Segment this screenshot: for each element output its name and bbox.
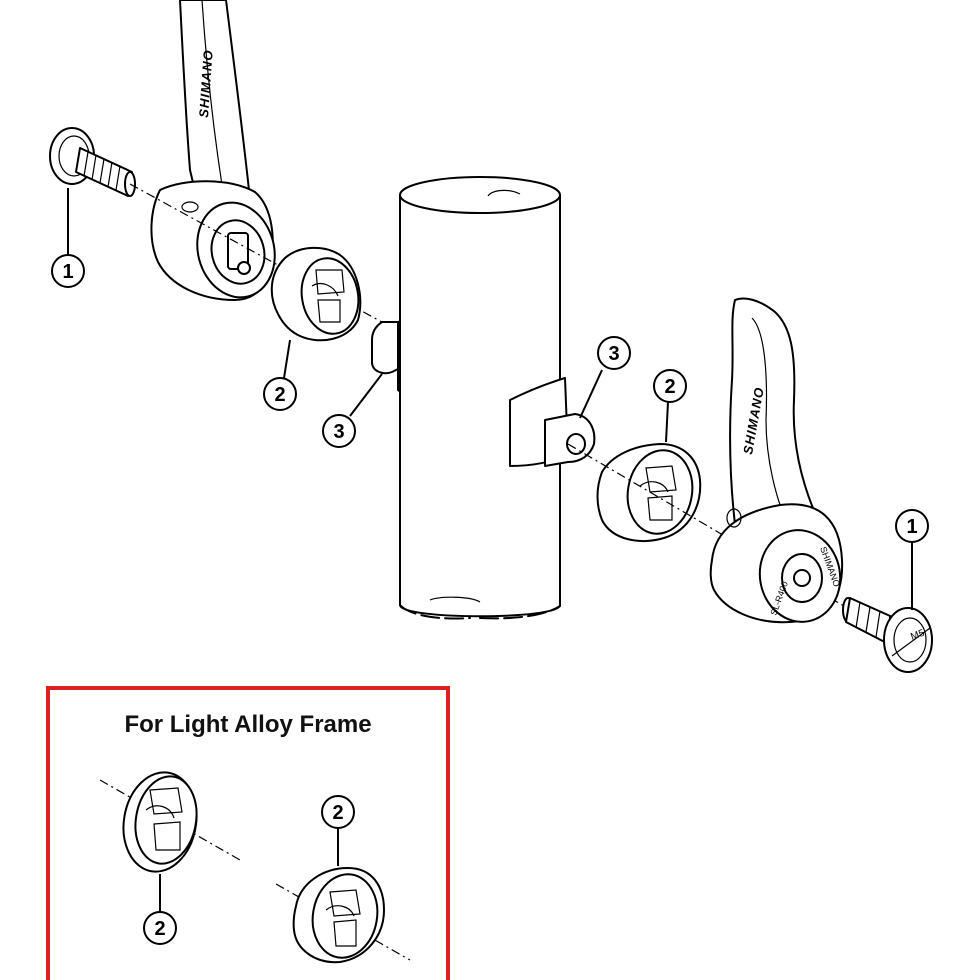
callout-2-right: 2	[653, 369, 687, 443]
left-shift-lever: SHIMANO	[150, 0, 276, 301]
inset-border	[46, 686, 450, 980]
svg-text:2: 2	[154, 918, 165, 940]
right-spacer	[596, 443, 702, 542]
svg-text:2: 2	[664, 376, 675, 398]
right-clamp-nut	[509, 377, 596, 467]
left-lever-brand: SHIMANO	[196, 49, 216, 118]
inset-spacer-right	[275, 867, 411, 964]
frame-tube	[399, 176, 561, 620]
bolt-size-mark: M5	[909, 628, 926, 643]
right-shift-lever: SHIMANO SHIMANO SL-R400	[709, 297, 844, 624]
svg-text:1: 1	[906, 516, 917, 538]
callout-1-left: 1	[51, 188, 85, 288]
svg-text:3: 3	[333, 421, 344, 443]
callout-1-right: 1	[895, 509, 929, 610]
svg-text:1: 1	[62, 261, 73, 283]
callout-3-left: 3	[322, 373, 383, 448]
callout-2-left: 2	[263, 339, 297, 411]
callout-2-inset-left: 2	[143, 874, 177, 945]
svg-text:2: 2	[332, 802, 343, 824]
left-bolt	[49, 127, 136, 197]
inset-title: For Light Alloy Frame	[124, 711, 371, 738]
svg-text:2: 2	[274, 384, 285, 406]
callout-3-right: 3	[579, 336, 631, 419]
light-alloy-inset: For Light Alloy Frame 2 2	[46, 686, 450, 980]
left-spacer	[270, 246, 362, 342]
left-assembly-axis	[129, 183, 401, 333]
svg-text:3: 3	[608, 343, 619, 365]
inset-spacer-left	[99, 771, 241, 873]
callout-2-inset-right: 2	[321, 795, 355, 866]
right-bolt: M5	[842, 597, 933, 673]
